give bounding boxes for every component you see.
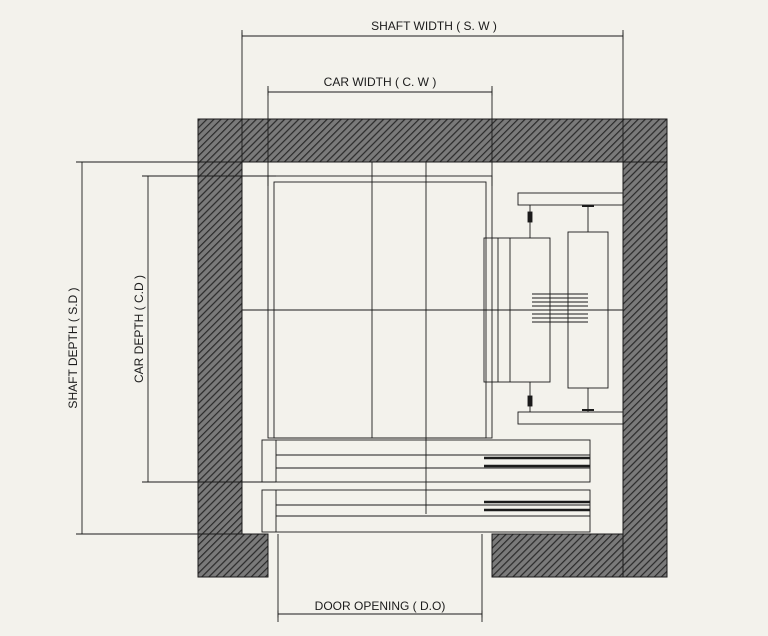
dimension-door-opening — [277, 534, 483, 622]
counterweight-assembly — [483, 192, 624, 425]
dimension-shaft-depth — [76, 161, 250, 535]
wall-left — [197, 161, 243, 535]
wall-bottom-left — [197, 533, 269, 578]
dimension-shaft-width — [241, 30, 624, 170]
label-door-opening: DOOR OPENING ( D.O) — [315, 599, 446, 613]
label-shaft-width: SHAFT WIDTH ( S. W ) — [371, 19, 497, 33]
car-door — [261, 439, 591, 483]
dimension-car-depth — [142, 175, 276, 483]
label-car-width: CAR WIDTH ( C. W ) — [324, 75, 437, 89]
landing-door — [261, 489, 591, 533]
wall-right — [622, 161, 668, 578]
label-car-depth: CAR DEPTH ( C.D ) — [132, 275, 146, 383]
label-shaft-depth: SHAFT DEPTH ( S.D ) — [66, 287, 80, 408]
wall-bottom-right — [491, 533, 624, 578]
dimension-car-width — [267, 86, 493, 186]
rail-hatch — [532, 293, 588, 323]
car-outline — [242, 162, 623, 514]
shaft-walls — [197, 118, 668, 578]
